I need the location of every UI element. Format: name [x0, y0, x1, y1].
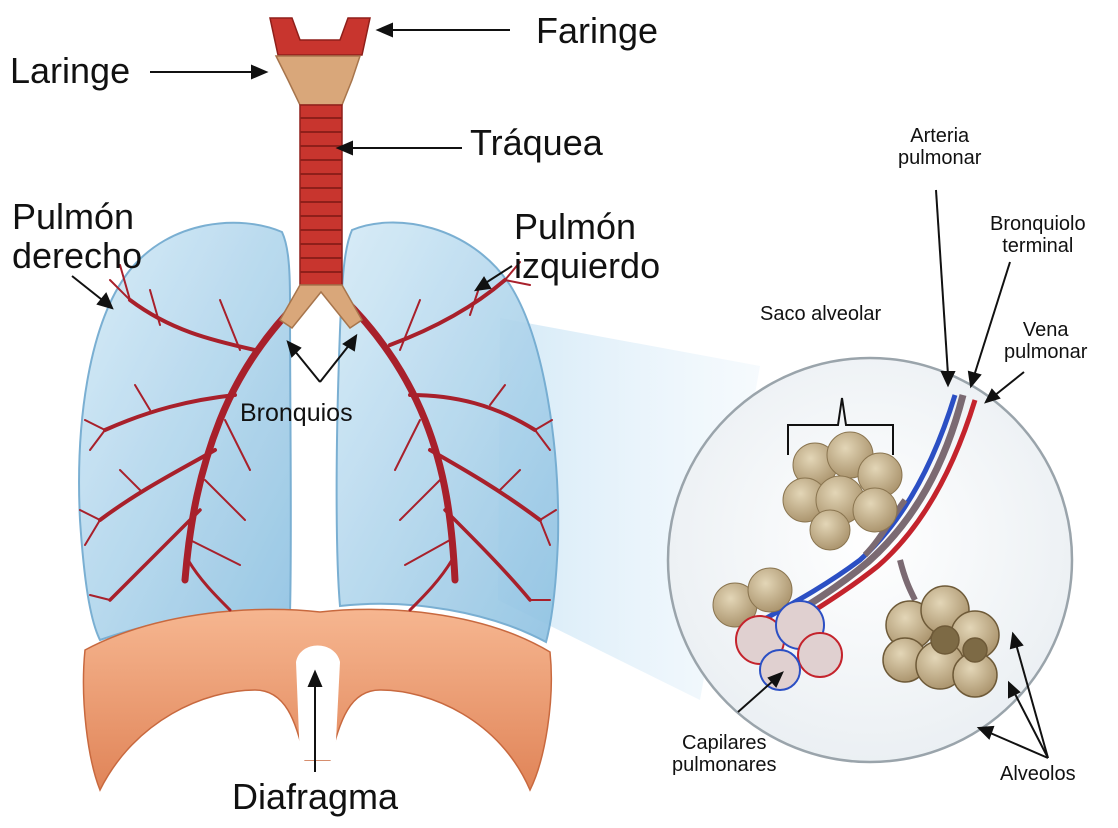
- label-pulmon-izquierdo-line2: izquierdo: [514, 247, 660, 286]
- label-arteria-pulmonar-line2: pulmonar: [898, 148, 981, 170]
- label-pulmon-izquierdo: Pulmón izquierdo: [514, 208, 660, 286]
- larynx: [276, 56, 360, 105]
- label-capilares-pulmonares: Capilares pulmonares: [672, 733, 777, 776]
- label-vena-pulmonar-line2: pulmonar: [1004, 342, 1087, 364]
- label-capilares-pulmonares-line2: pulmonares: [672, 755, 777, 777]
- label-pulmon-izquierdo-line1: Pulmón: [514, 208, 660, 247]
- label-pulmon-derecho: Pulmón derecho: [12, 198, 142, 276]
- label-diafragma: Diafragma: [232, 778, 398, 817]
- label-bronquiolo-terminal-line2: terminal: [990, 236, 1086, 258]
- label-vena-pulmonar-line1: Vena: [1004, 320, 1087, 342]
- label-arteria-pulmonar: Arteria pulmonar: [898, 126, 981, 169]
- label-bronquiolo-terminal: Bronquiolo terminal: [990, 214, 1086, 257]
- label-saco-alveolar: Saco alveolar: [760, 304, 881, 326]
- label-bronquiolo-terminal-line1: Bronquiolo: [990, 214, 1086, 236]
- label-capilares-pulmonares-line1: Capilares: [672, 733, 777, 755]
- diaphragm: [83, 609, 551, 790]
- label-faringe: Faringe: [536, 12, 658, 51]
- label-pulmon-derecho-line1: Pulmón: [12, 198, 142, 237]
- label-vena-pulmonar: Vena pulmonar: [1004, 320, 1087, 363]
- pharynx: [270, 18, 370, 55]
- alveoli-magnification: [668, 358, 1072, 762]
- label-alveolos: Alveolos: [1000, 764, 1076, 786]
- label-pulmon-derecho-line2: derecho: [12, 237, 142, 276]
- label-traquea: Tráquea: [470, 124, 603, 163]
- label-bronquios: Bronquios: [240, 400, 353, 427]
- label-laringe: Laringe: [10, 52, 130, 91]
- label-arteria-pulmonar-line1: Arteria: [898, 126, 981, 148]
